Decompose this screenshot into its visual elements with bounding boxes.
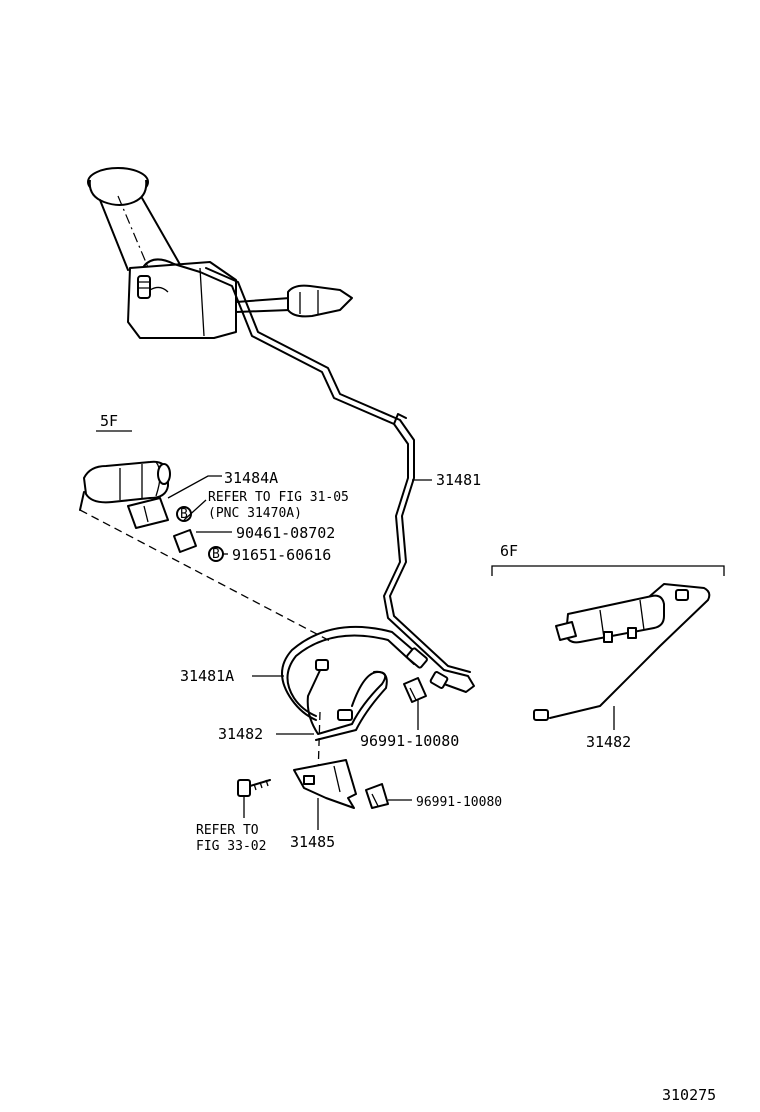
label-part-31482-right: 31482 [586, 733, 631, 751]
label-part-90461-08702: 90461-08702 [236, 524, 335, 542]
clip-96991-lower [365, 783, 389, 809]
label-part-91651-60616: 91651-60616 [232, 546, 331, 564]
label-refer-33-02-line1: REFER TO [196, 823, 259, 838]
hose-31481a [281, 625, 428, 741]
leader-lines [167, 475, 615, 830]
clip-96991-upper [403, 677, 427, 703]
label-refer-33-02-line2: FIG 33-02 [196, 839, 266, 854]
section-5f [79, 430, 224, 562]
label-part-96991-lower: 96991-10080 [416, 795, 502, 810]
bracket-31485 [293, 759, 357, 809]
label-refer-31-05-line1: REFER TO FIG 31-05 [208, 490, 349, 505]
label-section-5f: 5F [100, 412, 118, 430]
ref-marker-b2-text: B [212, 547, 220, 562]
pipe-31481 [199, 267, 475, 693]
figure-number: 310275 [662, 1086, 716, 1104]
ref-marker-b1-text: B [180, 507, 188, 522]
label-part-31481: 31481 [436, 471, 481, 489]
dashed-guide-line [79, 509, 333, 643]
label-part-31482-left: 31482 [218, 725, 263, 743]
label-part-31485: 31485 [290, 833, 335, 851]
label-part-96991-upper: 96991-10080 [360, 732, 459, 750]
label-section-6f: 6F [500, 542, 518, 560]
label-refer-31-05-line2: (PNC 31470A) [208, 506, 302, 521]
reservoir-assembly [87, 167, 353, 339]
bolt-fig-33-02 [237, 779, 271, 797]
label-part-31481a: 31481A [180, 667, 234, 685]
label-part-31484a: 31484A [224, 469, 278, 487]
section-6f [491, 565, 725, 721]
